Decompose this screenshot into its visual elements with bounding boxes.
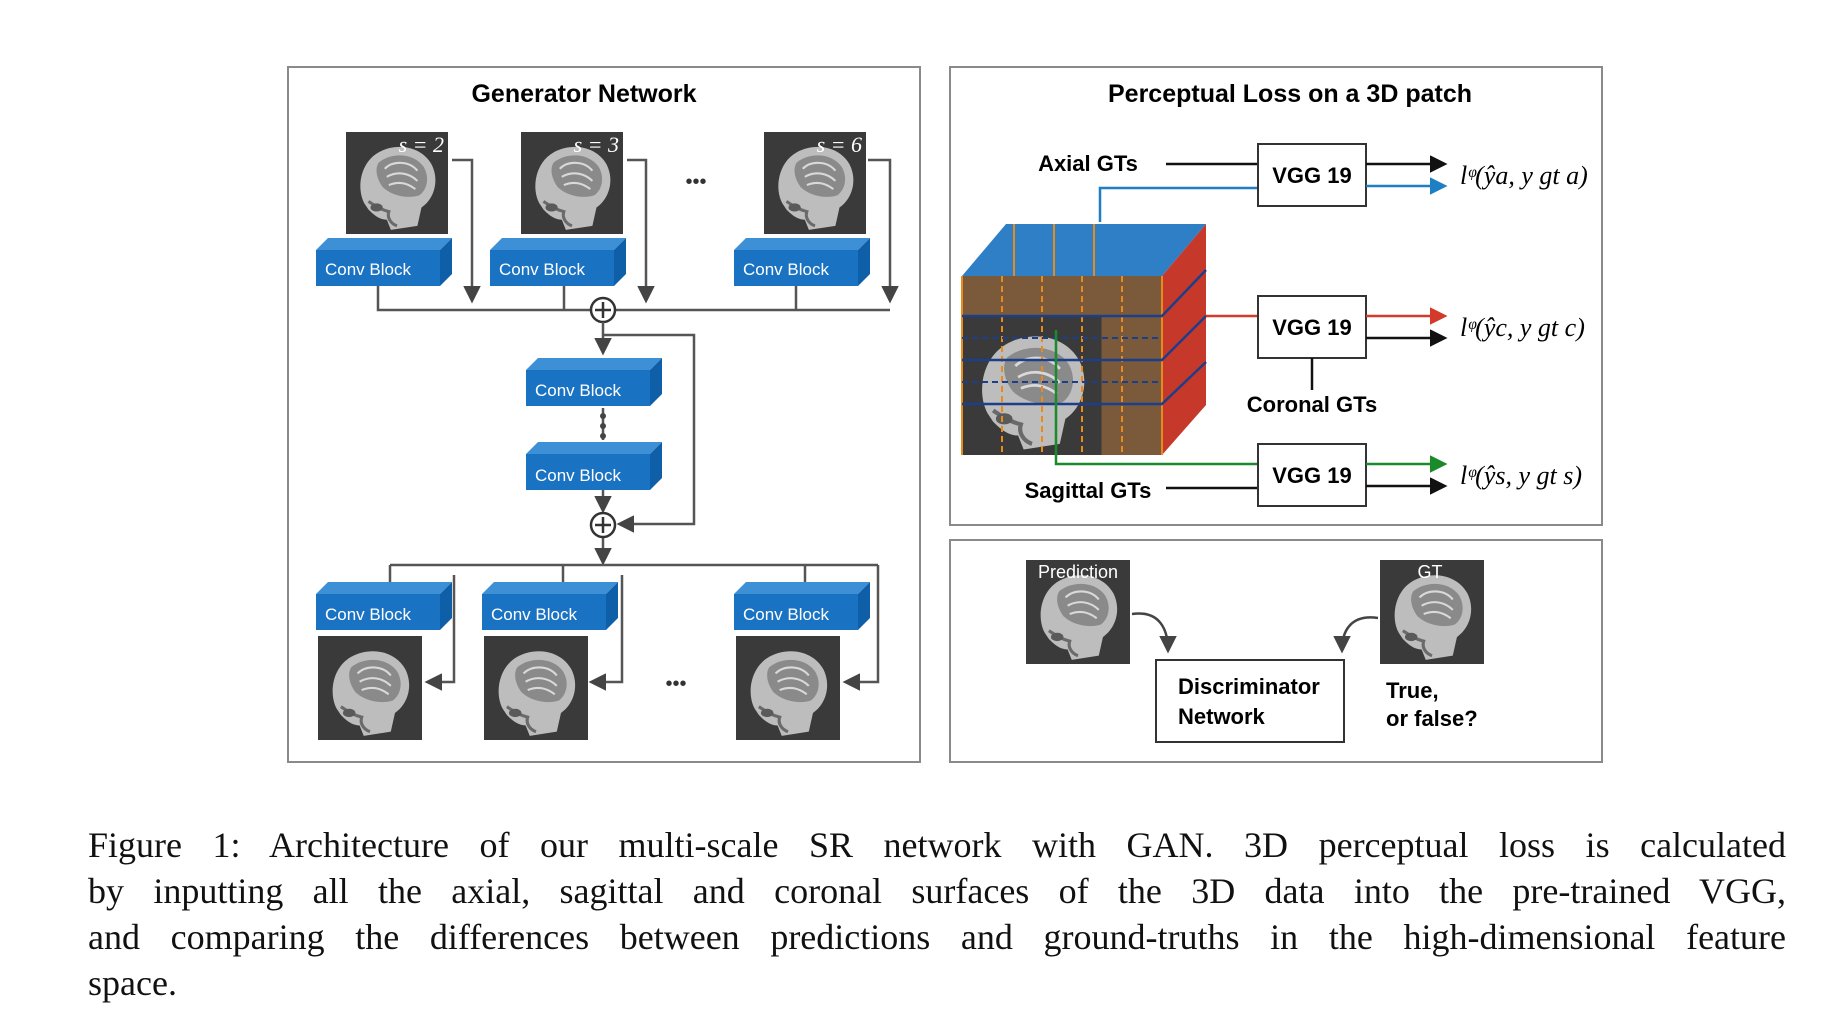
- caption-line-2: by inputting all the axial, sagittal and…: [88, 871, 1786, 911]
- figure-caption: Figure 1: Architecture of our multi-scal…: [88, 822, 1786, 1006]
- vgg-label: VGG 19: [1272, 315, 1351, 340]
- question-line2: or false?: [1386, 706, 1478, 731]
- prediction-arrow: [1131, 612, 1177, 654]
- caption-line-3: and comparing the differences between pr…: [88, 917, 1786, 957]
- vgg-box-sagittal: [1257, 443, 1367, 507]
- vgg-box-coronal: [1257, 295, 1367, 359]
- input-image-s3: s = 3: [521, 132, 623, 234]
- conv-label: Conv Block: [325, 605, 411, 624]
- input-image-s2: s = 2: [346, 132, 448, 234]
- gt-arrow: [1333, 616, 1379, 654]
- conv-label: Conv Block: [535, 381, 621, 400]
- figure-diagram: Generator Network s = 2 s = 3 ••• s = 6 …: [287, 66, 1603, 763]
- conv-block-top-2: Conv Block: [490, 238, 626, 286]
- loss-sagittal: lᵠ(ŷs, y gt s): [1460, 461, 1582, 490]
- conv-label: Conv Block: [491, 605, 577, 624]
- input-ellipsis: •••: [685, 171, 706, 193]
- caption-line-4: space.: [88, 963, 177, 1003]
- caption-line-1: Figure 1: Architecture of our multi-scal…: [88, 825, 1786, 865]
- discriminator-box: [1155, 659, 1345, 743]
- perceptual-panel: [949, 66, 1603, 526]
- loss-coronal: lᵠ(ŷc, y gt c): [1460, 313, 1585, 342]
- vertical-ellipsis: [600, 413, 606, 439]
- coronal-label: Coronal GTs: [1247, 392, 1377, 417]
- sum-node-top: [589, 296, 617, 324]
- vgg-box-axial: [1257, 143, 1367, 207]
- axial-blue-line: [1098, 186, 1258, 222]
- conv-label: Conv Block: [743, 605, 829, 624]
- conv-label: Conv Block: [743, 260, 829, 279]
- output-branches: [388, 563, 880, 691]
- conv-block-out-1: Conv Block: [316, 582, 452, 630]
- conv-block-out-2: Conv Block: [482, 582, 618, 630]
- vgg-label: VGG 19: [1272, 163, 1351, 188]
- output-image-3: [736, 636, 840, 740]
- vgg-label: VGG 19: [1272, 463, 1351, 488]
- loss-axial: lᵠ(ŷa, y gt a): [1460, 161, 1588, 190]
- scale-label-s6: s = 6: [817, 132, 862, 157]
- conv-label: Conv Block: [325, 260, 411, 279]
- prediction-label: Prediction: [1038, 562, 1118, 582]
- perceptual-title: Perceptual Loss on a 3D patch: [1108, 80, 1472, 108]
- skip-connections-top: [376, 158, 899, 312]
- output-image-2: [484, 636, 588, 740]
- conv-block-mid-1: Conv Block: [526, 358, 662, 406]
- scale-label-s3: s = 3: [574, 132, 619, 157]
- conv-block-top-3: Conv Block: [734, 238, 870, 286]
- output-image-1: [318, 636, 422, 740]
- generator-title: Generator Network: [471, 80, 696, 108]
- conv-label: Conv Block: [535, 466, 621, 485]
- gt-label: GT: [1418, 562, 1443, 582]
- conv-block-mid-2: Conv Block: [526, 442, 662, 490]
- output-ellipsis: •••: [665, 673, 686, 695]
- discriminator-line1: Discriminator: [1178, 674, 1320, 699]
- conv-label: Conv Block: [499, 260, 585, 279]
- discriminator-panel: [949, 539, 1603, 763]
- data-cube: [961, 224, 1207, 455]
- conv-block-out-3: Conv Block: [734, 582, 870, 630]
- question-line1: True,: [1386, 678, 1439, 703]
- axial-label: Axial GTs: [1038, 151, 1138, 176]
- sagittal-label: Sagittal GTs: [1025, 478, 1152, 503]
- input-image-s6: s = 6: [764, 132, 866, 234]
- scale-label-s2: s = 2: [399, 132, 444, 157]
- conv-block-top-1: Conv Block: [316, 238, 452, 286]
- sagittal-green-line: [1054, 330, 1258, 466]
- generator-panel: [287, 66, 921, 763]
- discriminator-line2: Network: [1178, 704, 1266, 729]
- sum-node-bottom: [589, 511, 617, 539]
